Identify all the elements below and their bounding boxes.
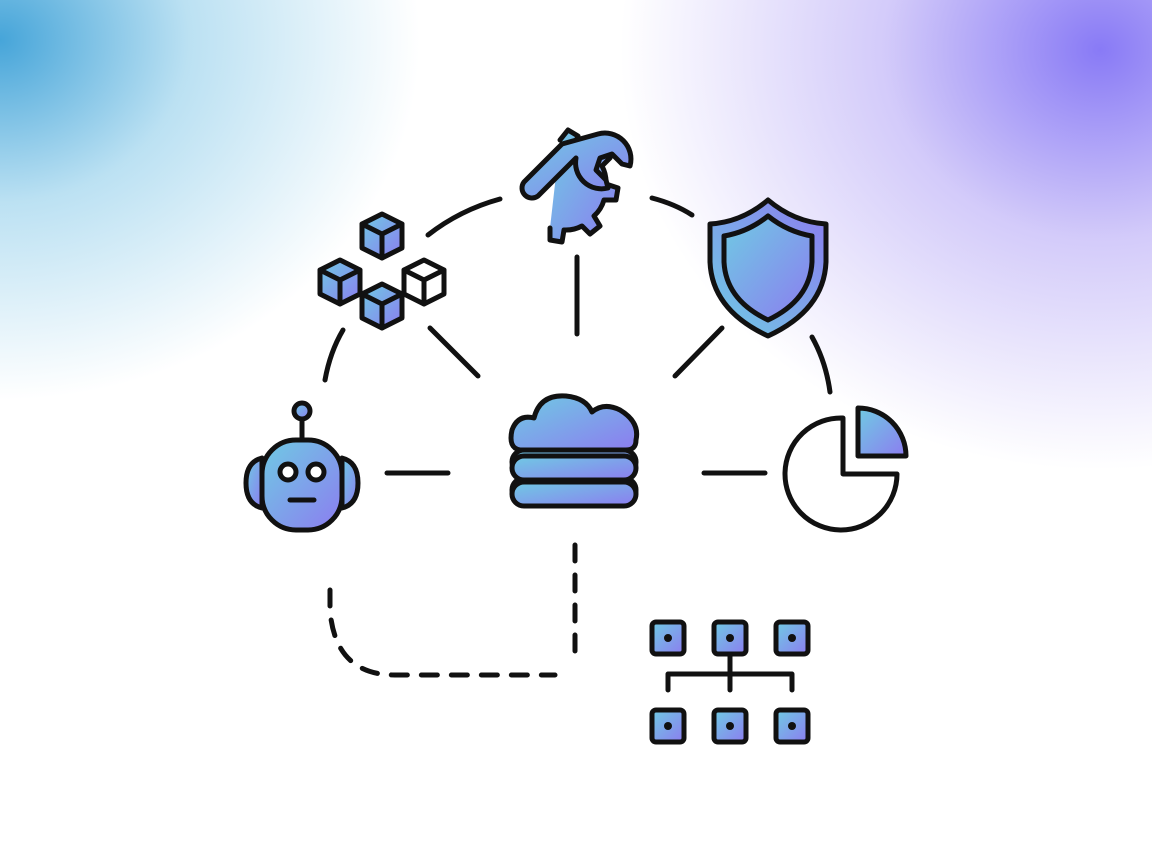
connector-arc-modules-robot: [322, 327, 346, 383]
robot-icon: [243, 400, 361, 533]
shield-icon: [707, 197, 829, 339]
wrench-gear-icon: [519, 127, 634, 245]
connector-arc-tools-shield: [649, 195, 695, 218]
connector-modules-hub: [427, 325, 481, 379]
connector-dashed-robot-hub: [327, 587, 558, 678]
org-chart-icon: [649, 619, 811, 745]
connector-arc-shield-pie: [809, 334, 833, 395]
cubes-icon: [317, 211, 447, 331]
pie-chart-icon: [782, 405, 909, 533]
connector-shield-hub: [672, 325, 725, 379]
connector-arc-modules-tools: [425, 196, 503, 238]
connectors: [322, 195, 833, 678]
cloud-database-icon: [508, 393, 640, 509]
